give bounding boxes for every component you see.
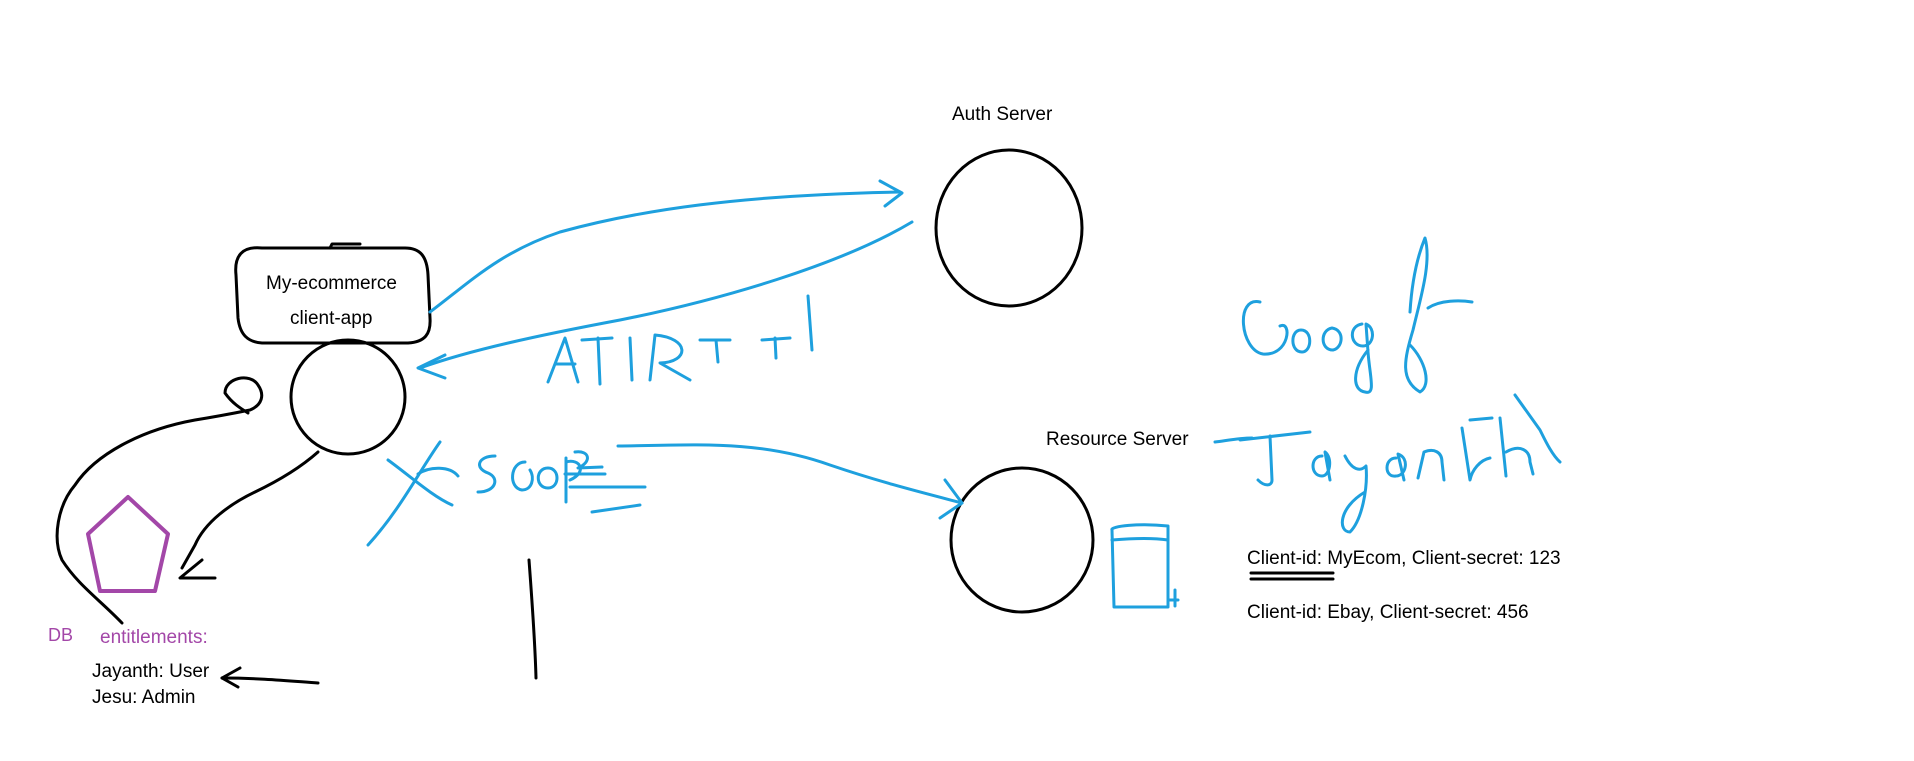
server-database-icon	[1110, 523, 1180, 609]
scope-handwriting	[366, 440, 647, 547]
client-credentials-row-1: Client-id: MyEcom, Client-secret: 123	[1247, 549, 1561, 568]
resource-to-google-line	[1213, 436, 1254, 444]
at-rt-handwriting	[546, 294, 814, 386]
resource-request-arrowhead	[938, 478, 964, 520]
client-to-db-line	[180, 450, 320, 570]
resource-server-label: Resource Server	[1046, 429, 1189, 450]
vertical-divider	[527, 558, 538, 680]
resource-server-node	[949, 466, 1095, 614]
auth-server-label: Auth Server	[952, 104, 1053, 125]
entitlement-row-1: Jayanth: User	[92, 661, 210, 682]
entitlements-label: entitlements:	[100, 627, 208, 648]
entitlements-arrowhead	[220, 666, 242, 689]
token-return-arrow	[418, 220, 914, 370]
entitlements-arrow	[220, 676, 320, 685]
client-credentials-row-2: Client-id: Ebay, Client-secret: 456	[1247, 602, 1529, 623]
auth-server-node	[934, 148, 1084, 308]
db-pentagon-icon	[86, 495, 170, 593]
client-app-label-line1: My-ecommerce	[266, 273, 397, 294]
client-app-label-line2: client-app	[290, 308, 373, 329]
client-app-node	[289, 338, 407, 456]
client-id-key: Client-id	[1247, 548, 1317, 569]
client-app-bubble	[234, 242, 432, 345]
auth-request-arrow	[428, 190, 902, 314]
token-return-arrowhead	[416, 353, 447, 380]
auth-request-arrowhead	[878, 179, 904, 208]
db-to-client-arc	[55, 376, 264, 625]
jayanth-handwriting	[1238, 393, 1562, 534]
google-handwriting	[1241, 236, 1474, 394]
client-credentials-row-1-value: : MyEcom, Client-secret: 123	[1316, 548, 1561, 569]
resource-request-arrow	[616, 443, 964, 505]
db-arrowhead	[178, 558, 217, 580]
entitlement-row-2: Jesu: Admin	[92, 687, 196, 708]
db-label: DB	[48, 625, 74, 645]
client-id-underline	[1249, 571, 1335, 581]
